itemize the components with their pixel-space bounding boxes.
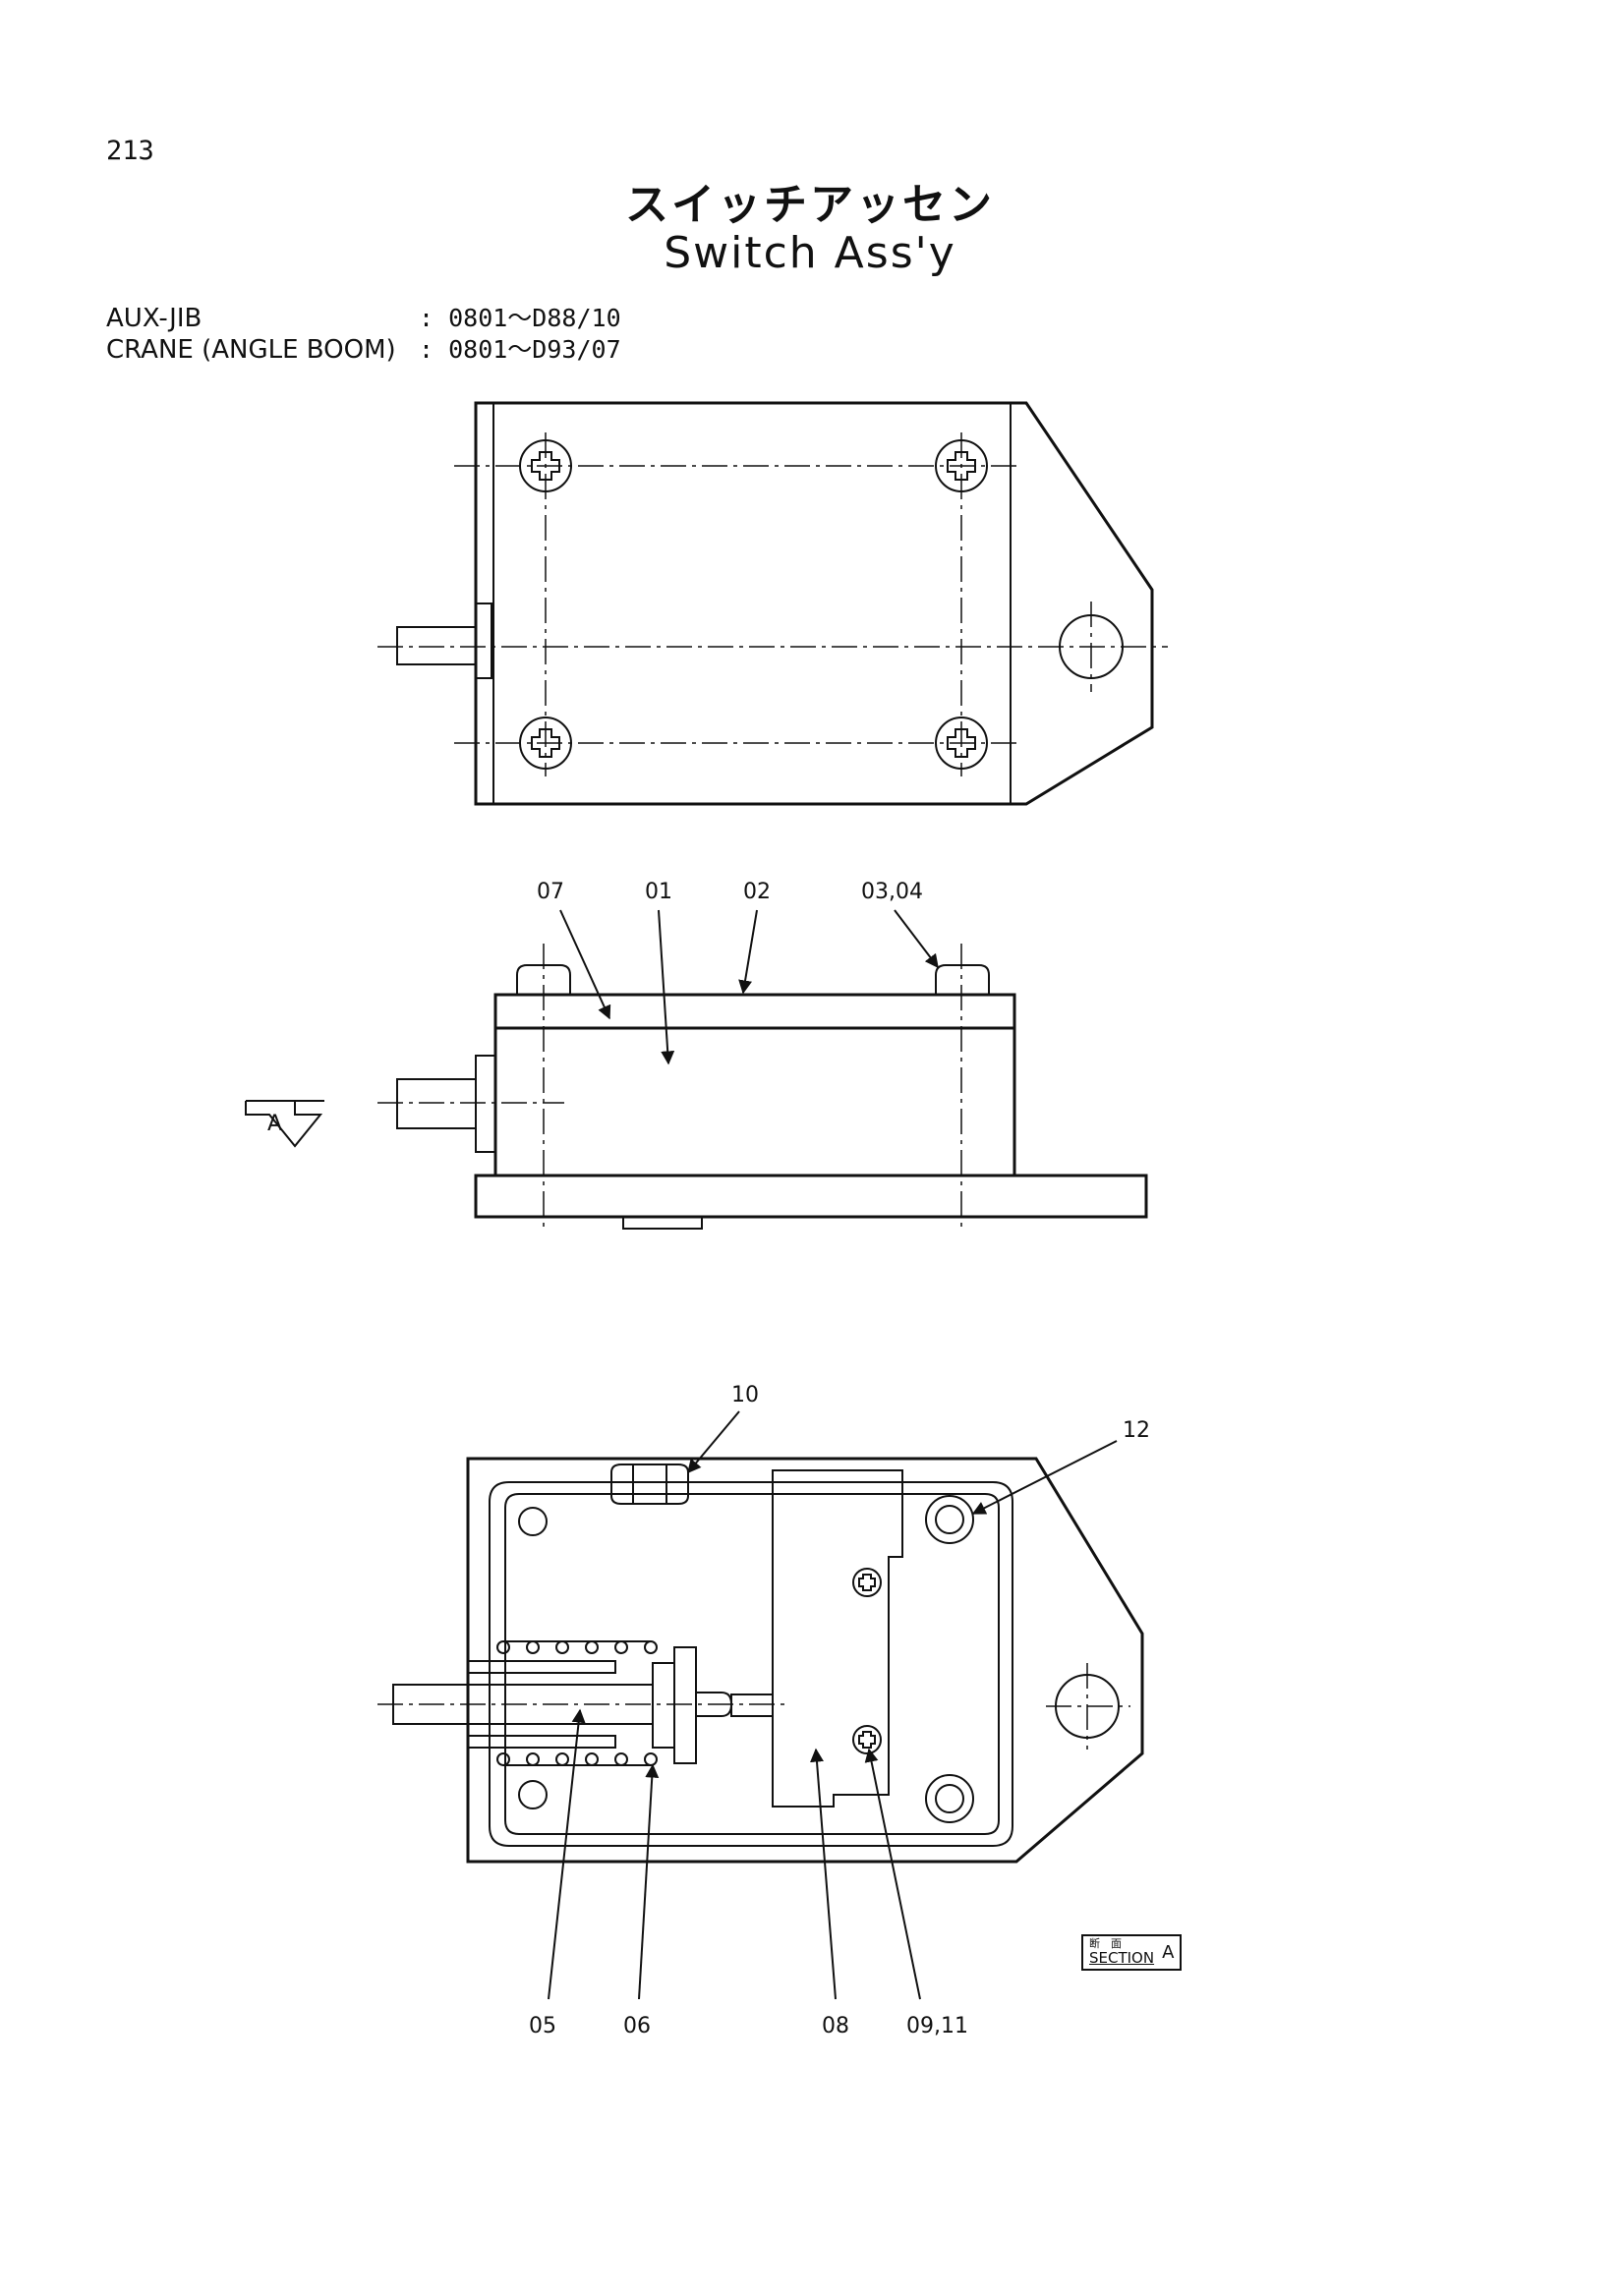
callout-label: 03,04: [861, 880, 923, 904]
applicability-row: CRANE (ANGLE BOOM) : 0801〜D93/07: [106, 330, 621, 366]
side-view: A 07 01 02 03,04: [245, 880, 1148, 1230]
view-marker-icon: [245, 1100, 324, 1148]
section-label-text: 断 面 SECTION: [1089, 1938, 1154, 1967]
callout-label: 12: [1123, 1418, 1150, 1443]
view-marker-label: A: [267, 1112, 282, 1136]
screw-head-icon: [519, 717, 572, 770]
section-label: 断 面 SECTION A: [1081, 1934, 1183, 1971]
callout-label: 01: [645, 880, 672, 904]
applicability-label: CRANE (ANGLE BOOM): [106, 335, 396, 365]
section-label-en: SECTION: [1089, 1949, 1155, 1967]
screw-head-icon: [935, 717, 988, 770]
callout-label: 09,11: [906, 2014, 968, 2038]
section-label-view: A: [1162, 1942, 1175, 1963]
grommet-icon: [610, 1464, 689, 1505]
plunger-icon: [392, 1646, 774, 1764]
applicability-label: AUX-JIB: [106, 304, 202, 333]
section-label-jp: 断 面: [1089, 1937, 1122, 1950]
applicability-row: AUX-JIB : 0801〜D88/10: [106, 299, 621, 334]
callout-label: 05: [529, 2014, 556, 2038]
applicability-range: : 0801〜D93/07: [419, 335, 621, 364]
page-number: 213: [106, 136, 154, 166]
top-view: [377, 401, 1168, 806]
screw-head-icon: [935, 439, 988, 492]
callout-label: 07: [537, 880, 564, 904]
section-a-view: 10 12 05 06 08 09,11: [377, 1383, 1150, 2038]
callout-label: 08: [822, 2014, 849, 2038]
callout-label: 06: [623, 2014, 651, 2038]
callout-label: 10: [731, 1383, 759, 1407]
microswitch-icon: [772, 1469, 903, 1808]
mount-hole-icon: [925, 1495, 974, 1544]
spring-icon: [496, 1640, 658, 1766]
screw-head-icon: [519, 439, 572, 492]
mount-hole-icon: [925, 1774, 974, 1823]
applicability-range: : 0801〜D88/10: [419, 304, 621, 332]
callout-label: 02: [743, 880, 771, 904]
title-japanese: スイッチアッセン: [625, 180, 995, 230]
title-english: Switch Ass'y: [664, 228, 956, 278]
